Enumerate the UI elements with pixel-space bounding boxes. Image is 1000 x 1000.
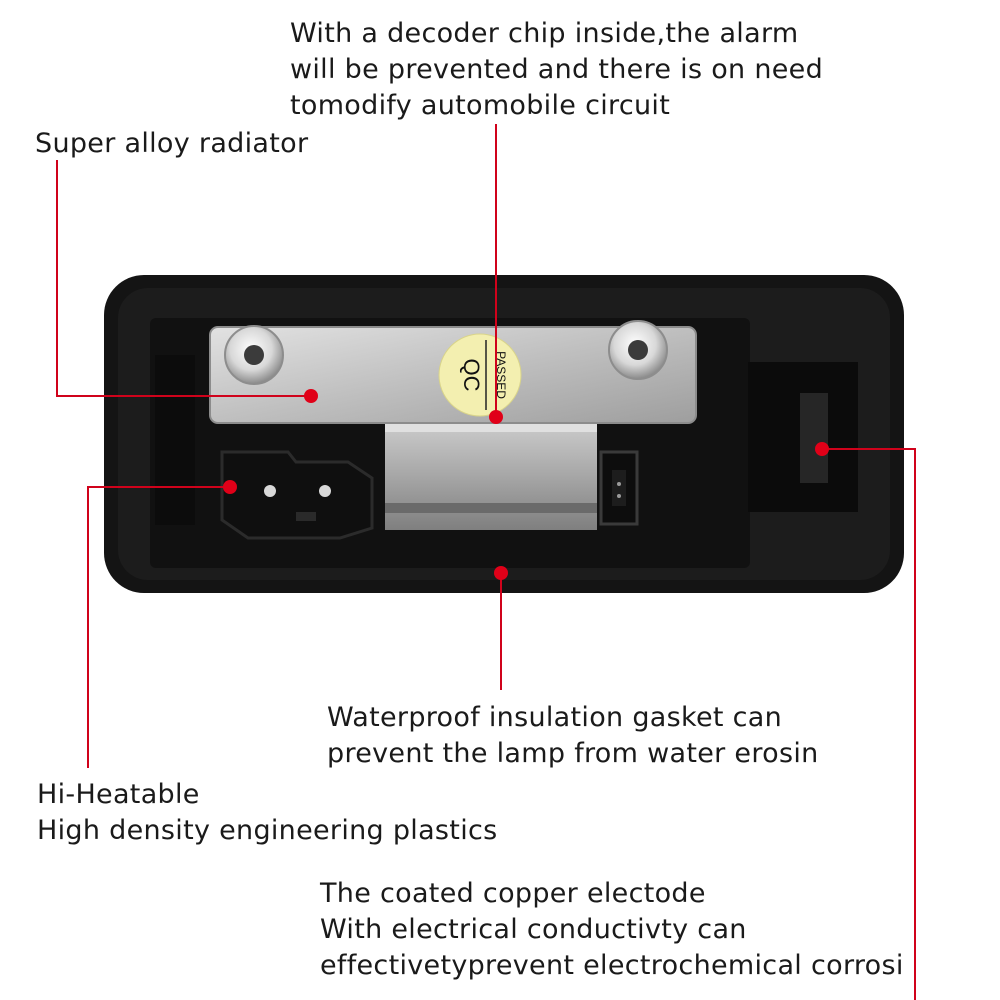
passed-text: PASSED	[494, 351, 508, 399]
callout-line: Waterproof insulation gasket can	[327, 702, 783, 733]
dot-electrode	[815, 442, 829, 456]
callout-line: Super alloy radiator	[35, 128, 309, 159]
callout-line: High density engineering plastics	[37, 815, 498, 846]
socket-pin-right-icon	[319, 485, 331, 497]
callout-line: prevent the lamp from water erosin	[327, 738, 819, 769]
callout-plastics: Hi-Heatable High density engineering pla…	[37, 777, 498, 849]
callout-line: The coated copper electode	[320, 878, 706, 909]
qc-text: QC	[459, 359, 484, 392]
leader-electrode	[822, 448, 916, 1000]
small-connector	[599, 450, 639, 526]
callout-electrode: The coated copper electode With electric…	[320, 876, 904, 984]
callout-radiator: Super alloy radiator	[35, 126, 308, 162]
callout-line: With a decoder chip inside,the alarm	[290, 18, 799, 49]
dot-plastics	[223, 480, 237, 494]
callout-line: Hi-Heatable	[37, 779, 200, 810]
dot-decoder	[489, 410, 503, 424]
callout-decoder-chip: With a decoder chip inside,the alarm wil…	[290, 16, 823, 124]
lens-window	[385, 418, 597, 530]
qc-passed-sticker: QC PASSED	[438, 333, 522, 417]
callout-leaders	[56, 124, 916, 1000]
callout-line: tomodify automobile circuit	[290, 90, 671, 121]
leader-plastics	[87, 486, 230, 768]
callout-gasket: Waterproof insulation gasket can prevent…	[327, 700, 819, 772]
callout-dots	[223, 389, 829, 580]
dot-radiator	[304, 389, 318, 403]
callout-line: effectivetyprevent electrochemical corro…	[320, 950, 904, 981]
power-socket	[220, 450, 374, 540]
leader-radiator	[56, 160, 311, 397]
socket-pin-left-icon	[264, 485, 276, 497]
dot-gasket	[494, 566, 508, 580]
callout-line: will be prevented and there is on need	[290, 54, 824, 85]
callout-line: With electrical conductivty can	[320, 914, 747, 945]
